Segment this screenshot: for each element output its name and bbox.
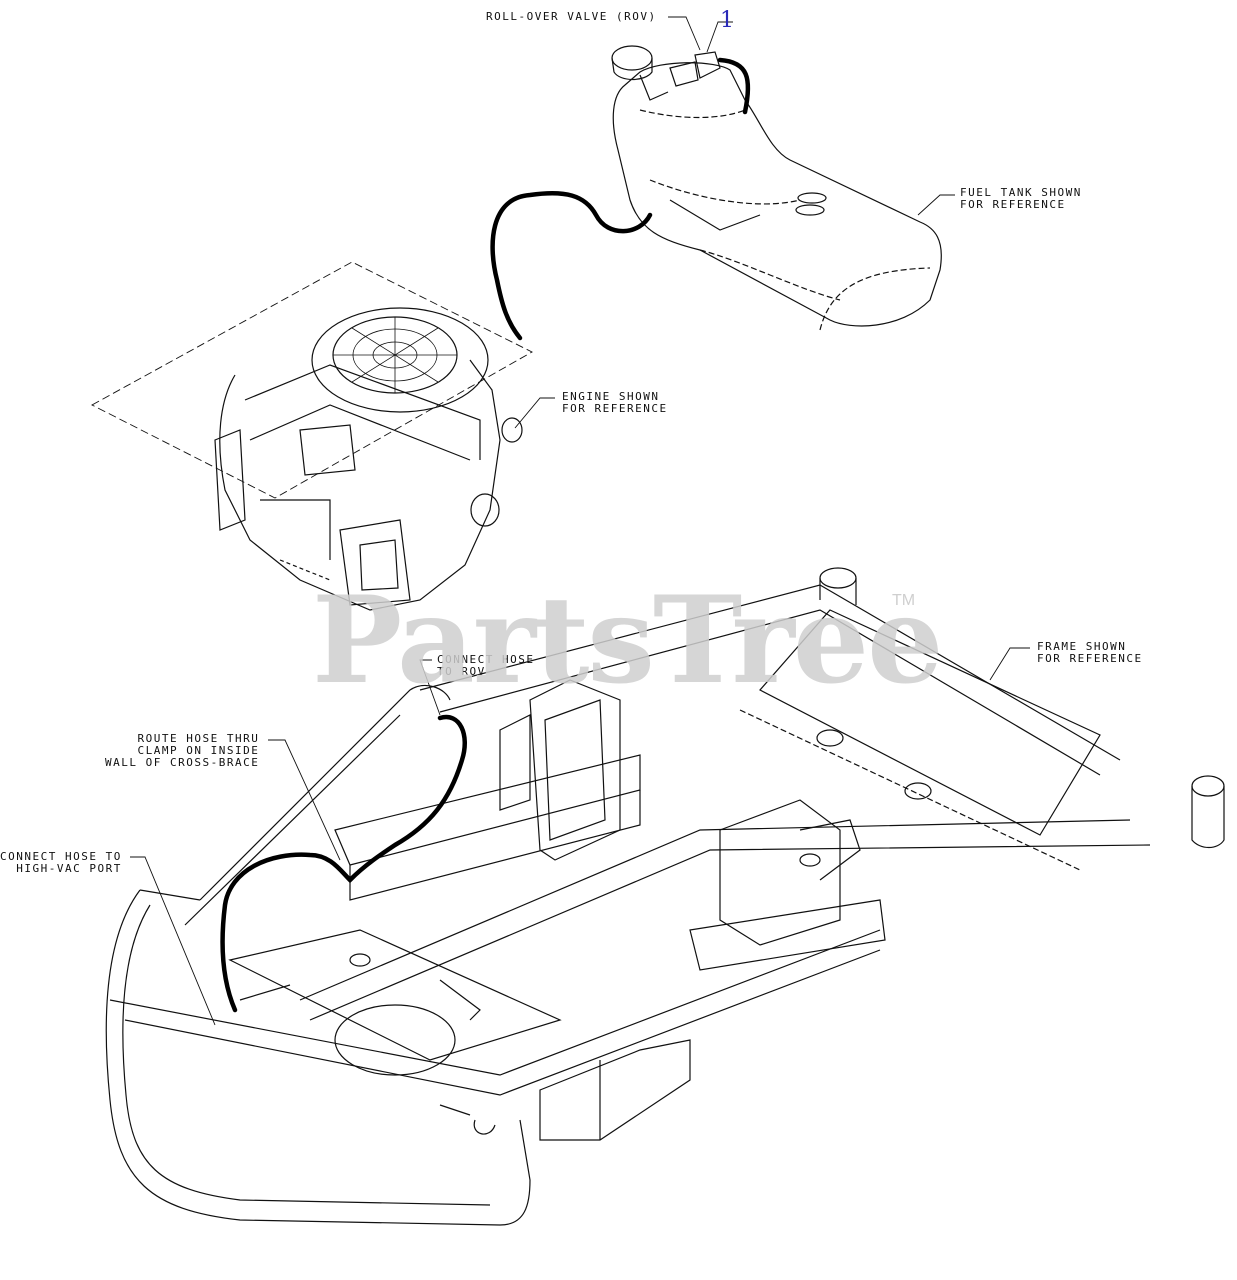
connect-high-vac-label: CONNECT HOSE TO HIGH-VAC PORT xyxy=(0,850,122,875)
frame xyxy=(105,567,1225,1226)
route-hose-label: ROUTE HOSE THRU CLAMP ON INSIDE WALL OF … xyxy=(105,732,260,769)
trademark-mark: TM xyxy=(892,592,916,609)
partstree-watermark: PartsTree xyxy=(312,570,943,711)
leader-lines xyxy=(130,16,1030,1026)
fuel-tank-label: FUEL TANK SHOWN FOR REFERENCE xyxy=(960,186,1082,211)
engine-label: ENGINE SHOWN FOR REFERENCE xyxy=(562,390,668,415)
vent-hose xyxy=(220,57,751,1013)
callout-number[interactable]: 1 xyxy=(720,8,734,33)
connect-rov-label: CONNECT HOSE TO ROV xyxy=(437,653,535,678)
frame-label: FRAME SHOWN FOR REFERENCE xyxy=(1037,640,1143,665)
rov-label: ROLL-OVER VALVE (ROV) xyxy=(486,10,657,23)
engine xyxy=(91,261,533,611)
fuel-tank xyxy=(611,45,942,331)
